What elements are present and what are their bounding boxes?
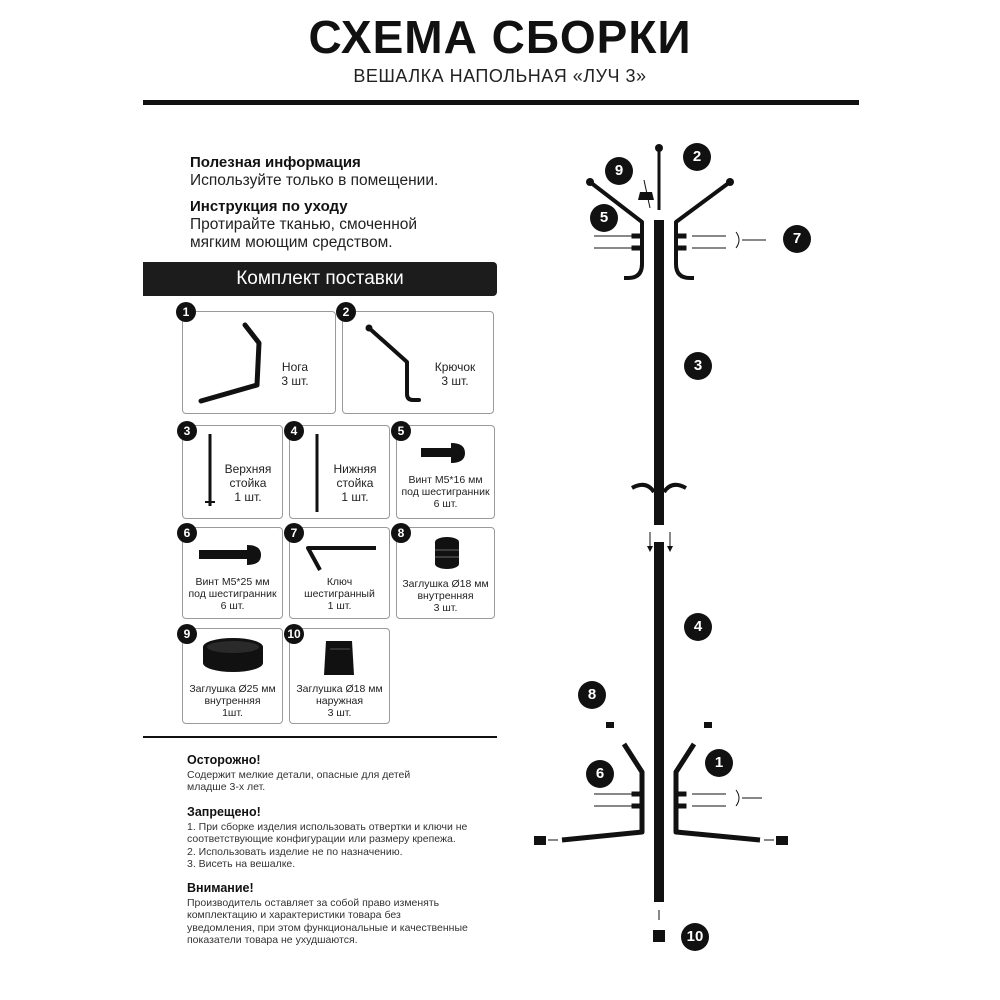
kit-number-badge: 9 — [177, 624, 197, 644]
kit-item-hook: Крючок 3 шт. — [342, 311, 494, 414]
leg-left — [561, 742, 645, 843]
care-line-2: мягким моющим средством. — [190, 234, 393, 251]
upper-post — [654, 220, 664, 525]
cap-8-right — [704, 722, 712, 728]
useful-info-section: Полезная информация Используйте только в… — [190, 154, 438, 190]
lower-post — [654, 542, 664, 902]
callout-10: 10 — [681, 923, 709, 951]
cap-inner-small-icon — [435, 537, 459, 569]
kit-item-cap-18-inner: Заглушка Ø18 мм внутренняя 3 шт. — [396, 527, 495, 619]
upper-post-icon — [205, 434, 215, 506]
kit-item-label: Винт М5*16 мм под шестигранник 6 шт. — [401, 474, 490, 510]
callout-9: 9 — [605, 157, 633, 185]
leg-icon — [198, 322, 262, 404]
screws-upper — [594, 231, 766, 251]
cap-8-left — [606, 722, 614, 728]
screw-short-icon — [421, 443, 465, 463]
lower-post-icon — [315, 434, 319, 512]
kit-number-badge: 10 — [284, 624, 304, 644]
callout-2: 2 — [683, 143, 711, 171]
caution-title: Осторожно! — [187, 753, 261, 767]
callout-5: 5 — [590, 204, 618, 232]
screw-long-icon — [199, 545, 261, 565]
kit-item-label: Крючок 3 шт. — [434, 360, 476, 388]
kit-number-badge: 7 — [284, 523, 304, 543]
kit-item-leg: Нога 3 шт. — [182, 311, 336, 414]
page-subtitle: ВЕШАЛКА НАПОЛЬНАЯ «ЛУЧ 3» — [353, 66, 647, 86]
kit-item-label: Нижняя стойка 1 шт. — [333, 462, 377, 504]
kit-item-label: Нога 3 шт. — [281, 360, 309, 388]
page-title: СХЕМА СБОРКИ — [308, 11, 692, 63]
care-title: Инструкция по уходу — [190, 198, 348, 215]
callout-4: 4 — [684, 613, 712, 641]
useful-info-title: Полезная информация — [190, 154, 361, 171]
kit-number-badge: 6 — [177, 523, 197, 543]
kit-item-label: Заглушка Ø25 мм внутренняя 1шт. — [189, 683, 276, 719]
cap-outer-icon — [324, 641, 354, 675]
hook-icon — [365, 324, 421, 402]
kit-item-hex-key: Ключ шестигранный 1 шт. — [289, 527, 390, 619]
hook-left — [588, 180, 644, 280]
kit-item-label: Верхняя стойка 1 шт. — [224, 462, 272, 504]
kit-number-badge: 4 — [284, 421, 304, 441]
useful-info-text: Используйте только в помещении. — [190, 172, 439, 189]
care-line-1: Протирайте тканью, смоченной — [190, 216, 418, 233]
cap-9-icon — [638, 192, 654, 200]
cap-inner-large-icon — [203, 638, 263, 672]
care-section: Инструкция по уходу Протирайте тканью, с… — [190, 198, 417, 252]
kit-item-screw-m5-16: Винт М5*16 мм под шестигранник 6 шт. — [396, 425, 495, 519]
leg-right — [673, 742, 761, 843]
forbidden-section: Запрещено! 1. При сборке изделия использ… — [187, 806, 507, 871]
caution-text: Содержит мелкие детали, опасные для дете… — [187, 768, 411, 794]
kit-item-lower-post: Нижняя стойка 1 шт. — [289, 425, 390, 519]
callout-3: 3 — [684, 352, 712, 380]
header-divider — [143, 100, 859, 105]
forbidden-text: 1. При сборке изделия использовать отвер… — [187, 820, 468, 871]
hook-right — [674, 180, 732, 280]
kit-number-badge: 3 — [177, 421, 197, 441]
screws-lower — [594, 789, 762, 809]
kit-item-label: Заглушка Ø18 мм наружная 3 шт. — [296, 683, 383, 719]
attention-title: Внимание! — [187, 881, 254, 895]
kit-title-bar: Комплект поставки — [143, 262, 497, 296]
callout-8: 8 — [578, 681, 606, 709]
kit-item-label: Заглушка Ø18 мм внутренняя 3 шт. — [402, 578, 489, 614]
kit-number-badge: 1 — [176, 302, 196, 322]
kit-item-cap-25-inner: Заглушка Ø25 мм внутренняя 1шт. — [182, 628, 283, 724]
kit-number-badge: 5 — [391, 421, 411, 441]
callout-7: 7 — [783, 225, 811, 253]
kit-bottom-divider — [143, 736, 497, 738]
kit-item-upper-post: Верхняя стойка 1 шт. — [182, 425, 283, 519]
kit-item-screw-m5-25: Винт М5*25 мм под шестигранник 6 шт. — [182, 527, 283, 619]
attention-section: Внимание! Производитель оставляет за соб… — [187, 882, 507, 947]
callout-6: 6 — [586, 760, 614, 788]
middle-hook-right — [662, 482, 687, 494]
kit-item-label: Ключ шестигранный 1 шт. — [304, 576, 375, 612]
kit-item-label: Винт М5*25 мм под шестигранник 6 шт. — [188, 576, 277, 612]
middle-hook-left — [631, 482, 656, 494]
assembly-diagram — [534, 144, 788, 942]
forbidden-title: Запрещено! — [187, 805, 261, 819]
hex-key-icon — [306, 546, 376, 571]
kit-item-cap-18-outer: Заглушка Ø18 мм наружная 3 шт. — [289, 628, 390, 724]
foot-cap-left — [534, 836, 546, 845]
foot-cap-right — [776, 836, 788, 845]
attention-text: Производитель оставляет за собой право и… — [187, 896, 468, 947]
caution-section: Осторожно! Содержит мелкие детали, опасн… — [187, 754, 507, 794]
cap-10-bottom — [653, 930, 665, 942]
kit-number-badge: 2 — [336, 302, 356, 322]
callout-1: 1 — [705, 749, 733, 777]
kit-number-badge: 8 — [391, 523, 411, 543]
